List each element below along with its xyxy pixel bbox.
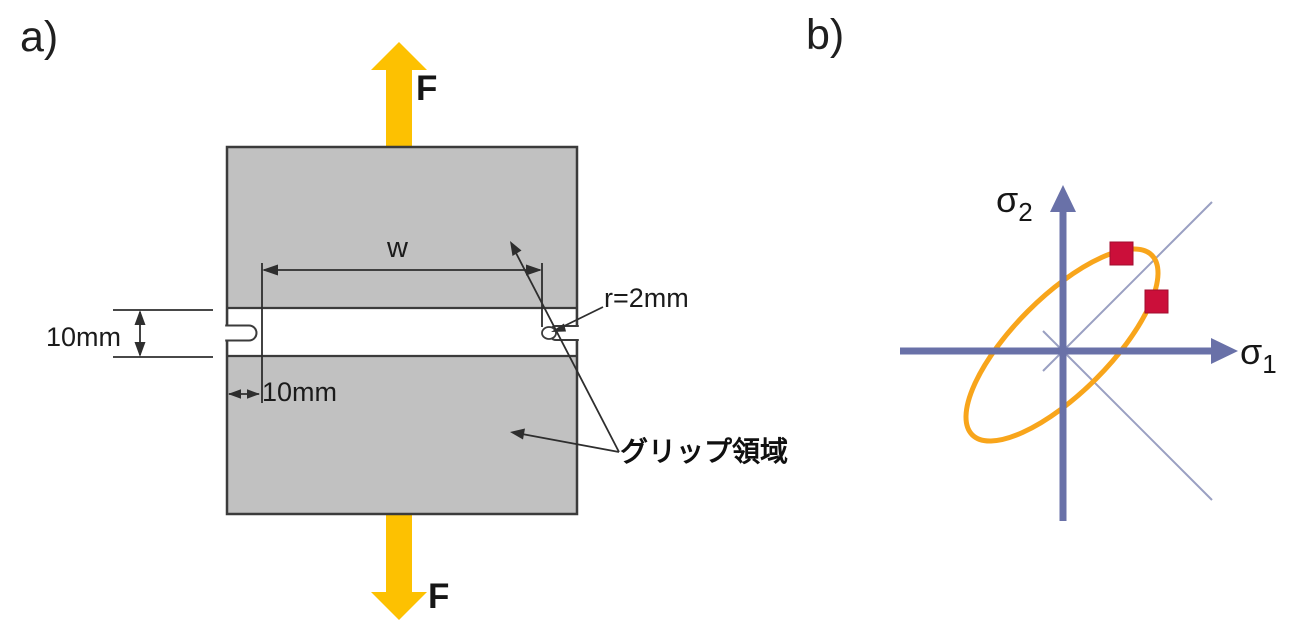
diagonal-line-lower [1042,330,1213,501]
x-axis-label: σ1 [1240,331,1277,379]
y-axis-label-base: σ [996,179,1019,220]
data-marker-1 [1109,241,1134,266]
grip-leader-arrowhead-top-icon [510,241,522,256]
radius-leader-arrowhead-icon [551,323,566,332]
notch-radius-label: r=2mm [604,283,689,313]
width-dimension-label: w [387,232,408,264]
left-notch [225,324,258,342]
force-arrow-down-icon [371,513,427,620]
yield-ellipse [963,246,1161,444]
force-label-top: F [416,69,438,108]
grip-leader-arrowhead-bottom-icon [510,428,525,440]
gauge-height-dimension-label: 10mm [46,322,122,352]
y-axis-label-subscript: 2 [1018,197,1033,227]
panel-b-label: b) [806,11,845,59]
panel-a-specimen-group [225,42,579,620]
panel-a-dimensions-group [113,241,620,453]
grip-leader-line-top [515,252,620,453]
diagonal-line-upper [1042,201,1213,372]
data-marker-2 [1144,289,1169,314]
y-axis-label: σ2 [996,179,1033,227]
force-arrow-up-icon [371,42,427,148]
w-arrowhead-right-icon [526,264,542,276]
x-axis-label-subscript: 1 [1262,349,1277,379]
gauge-height-arrowhead-up-icon [134,310,146,325]
notch-tip-radius-marker [541,326,557,340]
panel-b-plot-group [900,185,1238,521]
notch-depth-dimension-label: 10mm [262,377,338,407]
y-axis-arrowhead-icon [1050,185,1076,212]
grip-leader-line-bottom [521,433,620,453]
notch-depth-arrowhead-right-icon [247,389,260,399]
x-axis-arrowhead-icon [1211,338,1238,364]
w-arrowhead-left-icon [262,264,278,276]
force-label-bottom: F [428,577,450,616]
x-axis-label-base: σ [1240,331,1263,372]
gauge-height-arrowhead-down-icon [134,342,146,357]
panel-a-label: a) [20,13,59,61]
gauge-band [228,308,576,356]
grip-region-label: グリップ領域 [620,436,789,467]
notch-depth-arrowhead-left-icon [228,389,241,399]
